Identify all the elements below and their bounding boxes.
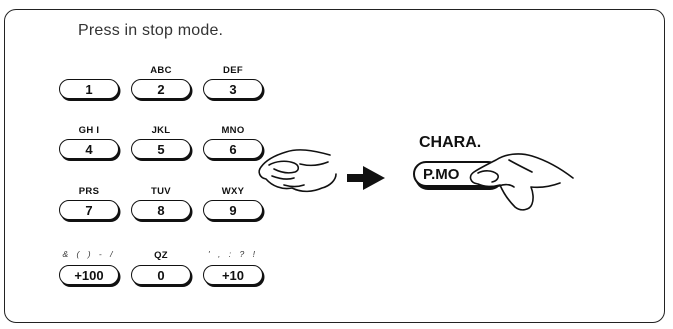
key-plus100-symbols: & ( ) - / <box>62 249 116 259</box>
chara-label: CHARA. <box>419 134 482 151</box>
key-2-button[interactable]: 2 <box>131 79 191 99</box>
key-6-button[interactable]: 6 <box>203 139 263 159</box>
key-plus10-symbols: ' , : ? ! <box>208 249 258 259</box>
pmode-button-label: P.MO <box>423 166 460 183</box>
key-0-button[interactable]: 0 <box>131 265 191 285</box>
key-8-button[interactable]: 8 <box>131 200 191 220</box>
key-1-button[interactable]: 1 <box>59 79 119 99</box>
key-3-letters: DEF <box>223 65 243 76</box>
pointing-hand-icon <box>258 149 337 193</box>
key-5-button[interactable]: 5 <box>131 139 191 159</box>
pressing-hand-icon <box>469 153 574 211</box>
key-4-letters: GH I <box>78 125 100 136</box>
key-plus10-button[interactable]: +10 <box>203 265 263 285</box>
key-9-letters: WXY <box>221 186 245 197</box>
key-8-letters: TUV <box>151 186 171 197</box>
key-3-button[interactable]: 3 <box>203 79 263 99</box>
key-4-button[interactable]: 4 <box>59 139 119 159</box>
key-5-letters: JKL <box>151 125 171 136</box>
key-7-letters: PRS <box>78 186 100 197</box>
key-7-button[interactable]: 7 <box>59 200 119 220</box>
instruction-text: Press in stop mode. <box>78 22 224 39</box>
key-9-button[interactable]: 9 <box>203 200 263 220</box>
key-6-letters: MNO <box>221 125 245 136</box>
arrow-right-icon <box>347 166 385 190</box>
key-2-letters: ABC <box>150 65 172 76</box>
key-0-letters: QZ <box>154 250 168 261</box>
key-plus100-button[interactable]: +100 <box>59 265 119 285</box>
